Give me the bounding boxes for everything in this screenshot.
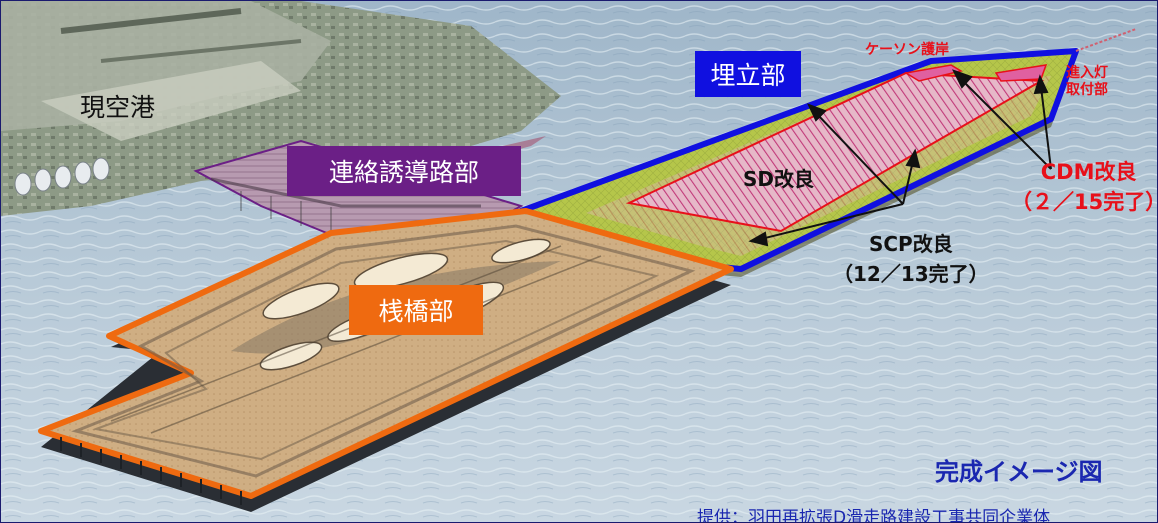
scp-line2: （12／13完了） xyxy=(833,262,989,286)
approach-light-line2: 取付部 xyxy=(1066,82,1108,98)
label-caisson-seawall: ケーソン護岸 xyxy=(865,42,949,58)
cdm-line2: （２／15完了） xyxy=(1011,190,1158,214)
approach-light-line1: 進入灯 xyxy=(1066,65,1108,81)
completion-image-title: 完成イメージ図 xyxy=(935,458,1103,486)
label-scp-improvement: SCP改良 （12／13完了） xyxy=(833,229,989,289)
label-pier-section: 桟橋部 xyxy=(349,285,483,335)
pier-section xyxy=(38,208,734,512)
label-approach-light: 進入灯 取付部 xyxy=(1066,65,1108,99)
label-sd-improvement: SD改良 xyxy=(743,167,815,191)
existing-airport xyxy=(1,1,561,216)
label-cdm-improvement: CDM改良 （２／15完了） xyxy=(1011,157,1158,217)
label-existing-airport: 現空港 xyxy=(80,93,156,122)
reclaimed-section xyxy=(518,28,1137,277)
label-reclaimed-section: 埋立部 xyxy=(695,51,801,97)
scp-line1: SCP改良 xyxy=(868,232,953,256)
label-connection-taxiway: 連絡誘導路部 xyxy=(287,146,521,196)
annotation-arrows xyxy=(748,69,1052,247)
cdm-line1: CDM改良 xyxy=(1040,160,1137,184)
image-credit: 提供：羽田再拡張D滑走路建設工事共同企業体 xyxy=(697,508,1051,523)
